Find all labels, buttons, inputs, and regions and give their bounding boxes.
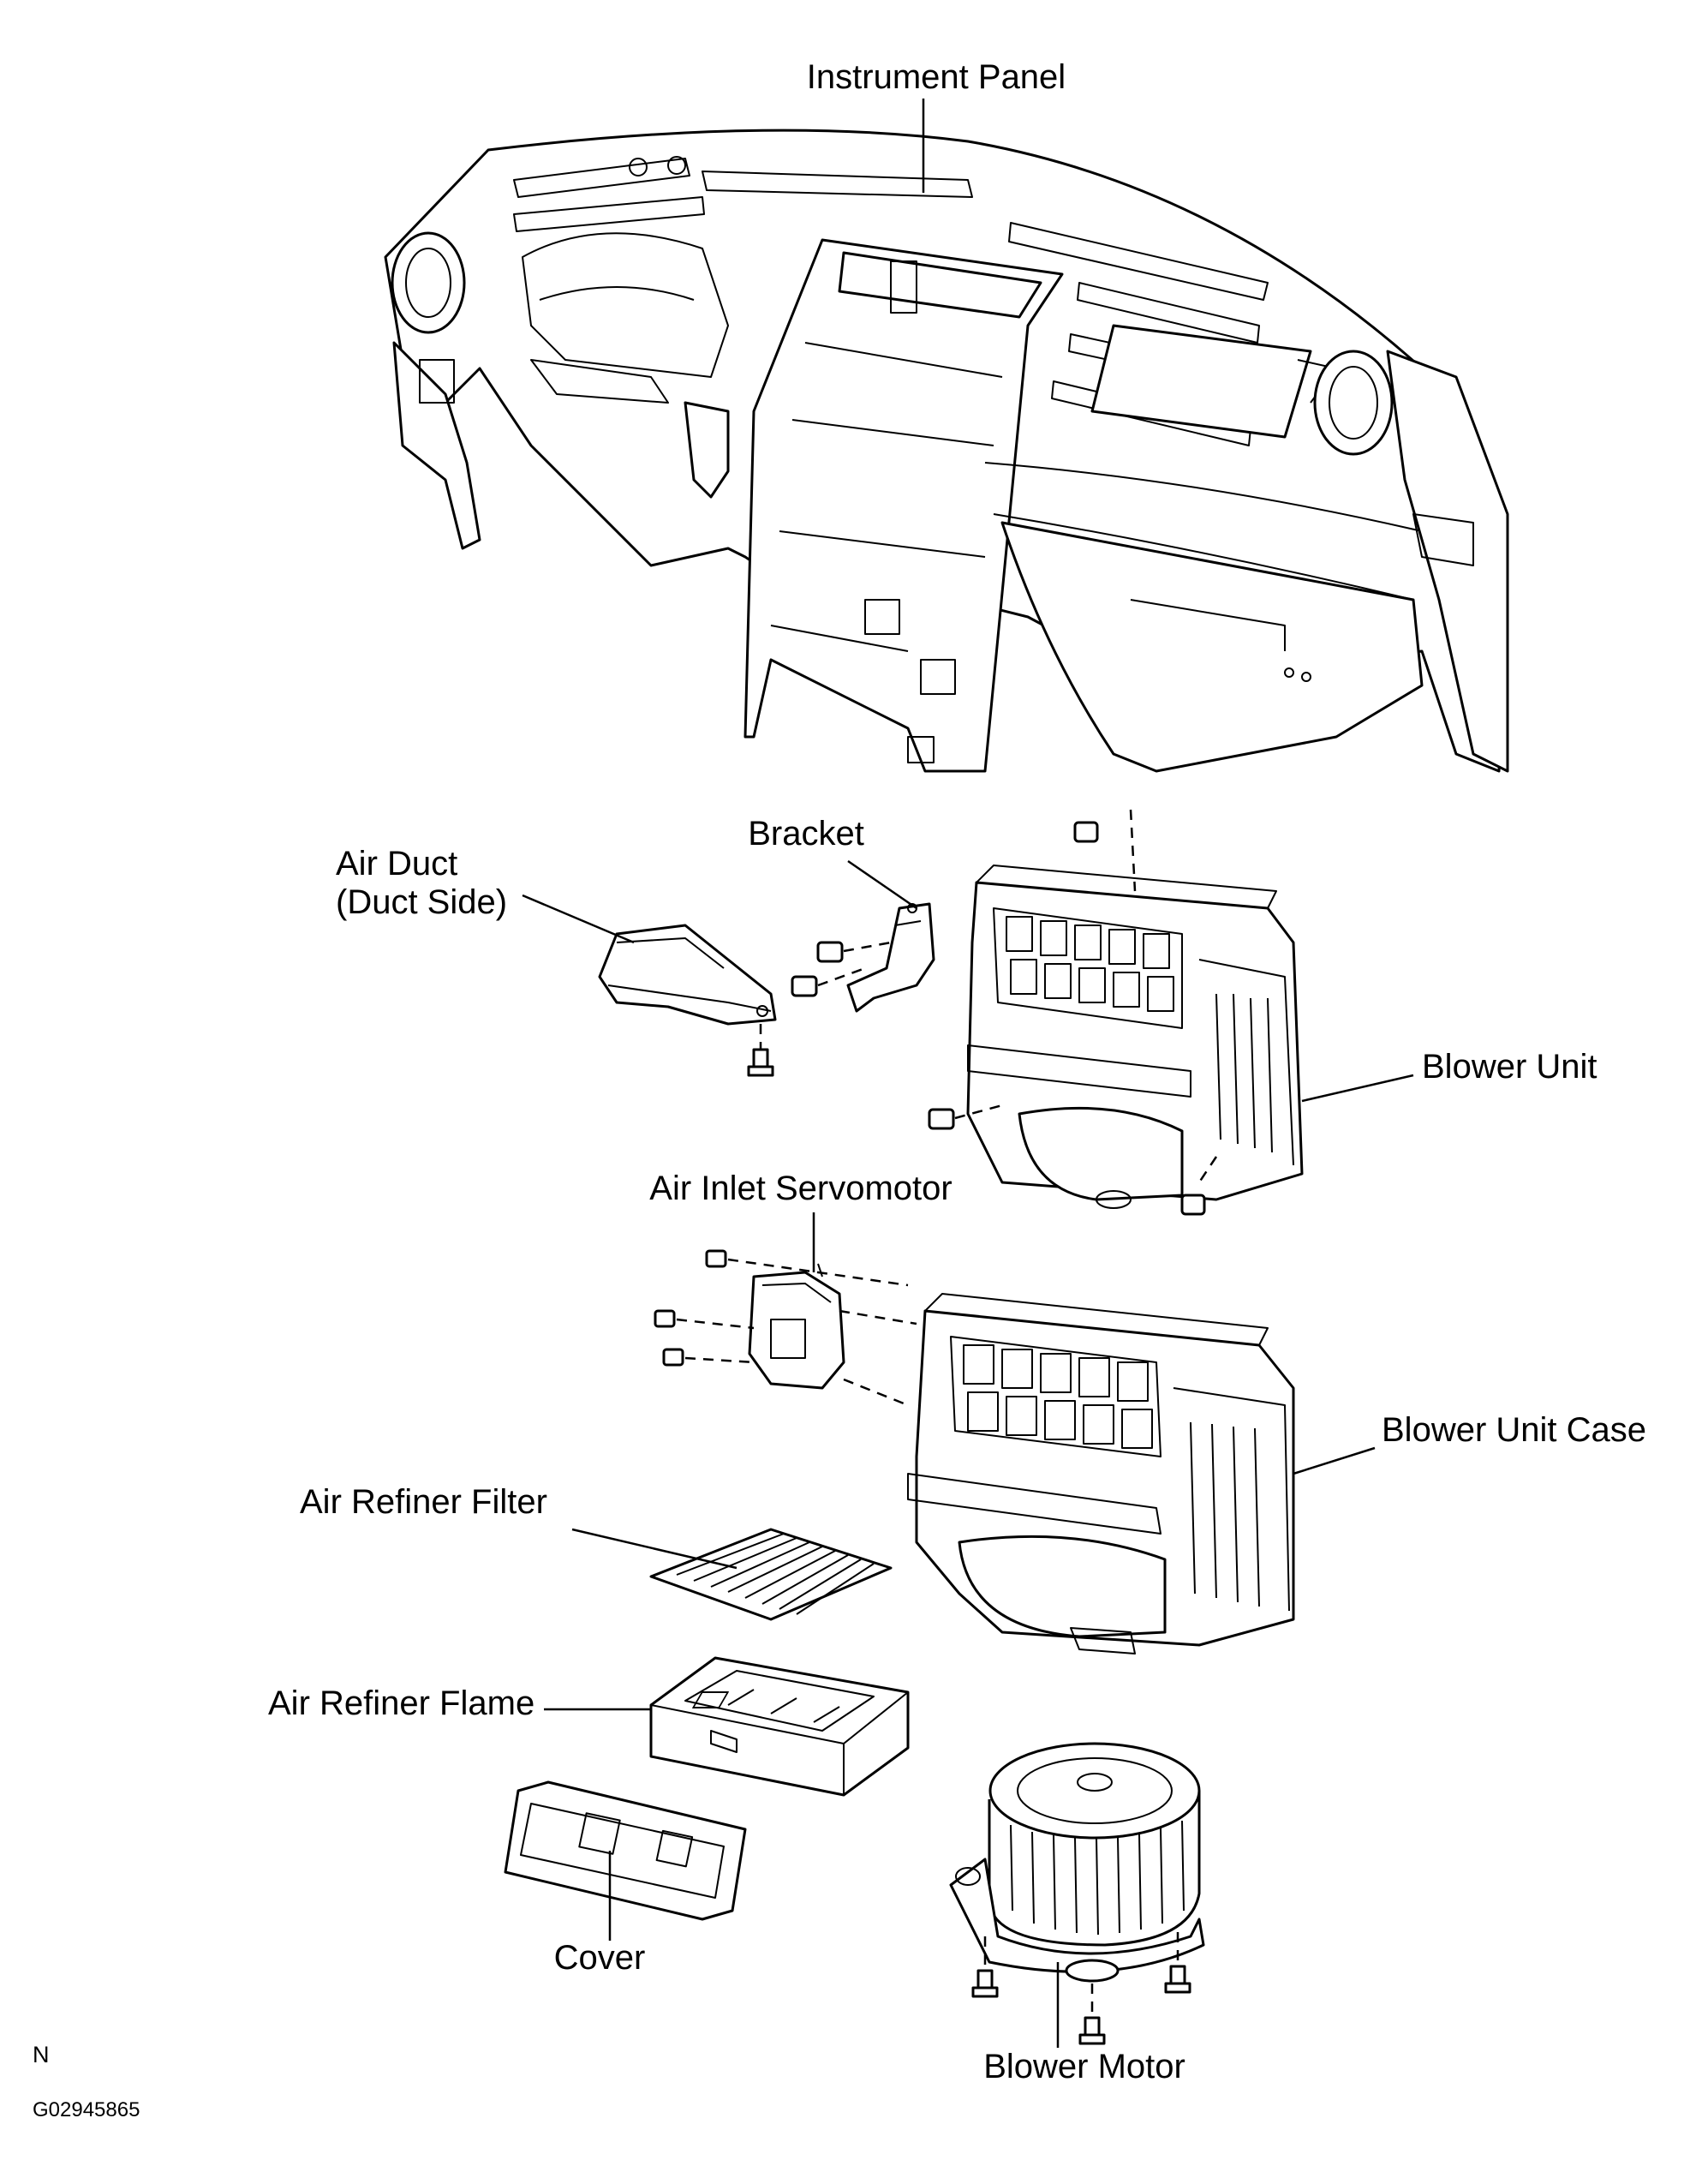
bracket-label: Bracket: [748, 815, 864, 853]
air-refiner-flame-drawing: [649, 1656, 910, 1797]
figure-code: G02945865: [33, 2098, 140, 2121]
instrument-panel-drawing: [384, 129, 1509, 773]
air-duct-label-sub: (Duct Side): [336, 883, 508, 921]
blower-unit-drawing: [928, 809, 1304, 1216]
blower-unit-case-drawing: [907, 1293, 1295, 1654]
blower-motor-label: Blower Motor: [983, 2048, 1185, 2085]
leader-lines: [522, 99, 1414, 2048]
cover-label: Cover: [553, 1939, 646, 1977]
instrument-panel-label: Instrument Panel: [806, 58, 1066, 96]
cover-drawing: [504, 1780, 747, 1921]
air-duct-label: Air Duct: [336, 845, 458, 883]
air-inlet-servomotor-label: Air Inlet Servomotor: [649, 1170, 952, 1207]
orientation-mark: N: [33, 2042, 50, 2067]
blower-motor-drawing: [949, 1742, 1205, 2045]
bracket-drawing: [791, 902, 935, 1013]
air-duct-drawing: [598, 924, 777, 1077]
air-refiner-filter-label: Air Refiner Filter: [300, 1483, 547, 1521]
air-inlet-servomotor-drawing: [654, 1249, 917, 1407]
air-refiner-flame-label: Air Refiner Flame: [268, 1684, 535, 1722]
blower-unit-case-label: Blower Unit Case: [1382, 1411, 1647, 1449]
blower-unit-label: Blower Unit: [1422, 1048, 1597, 1086]
air-refiner-filter-drawing: [649, 1528, 893, 1621]
